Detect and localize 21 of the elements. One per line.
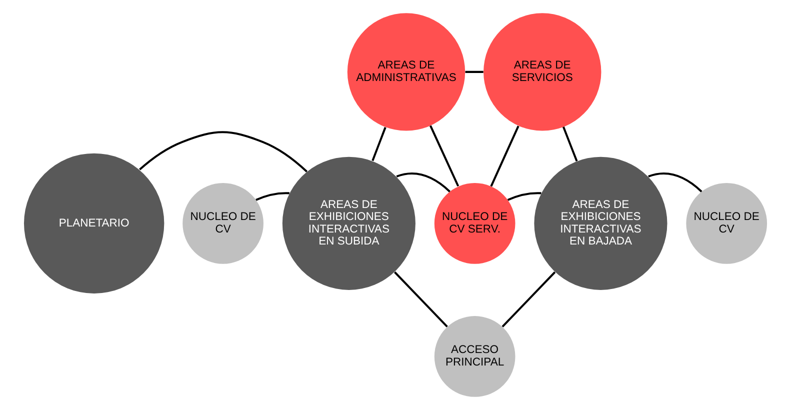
node-circle: NUCLEO DE CV [686,182,768,264]
connector [394,270,448,327]
connector [490,125,520,186]
connector [465,70,484,72]
connector [502,270,556,327]
node-circle: AREAS DE EXHIBICIONES INTERACTIVAS EN SUBIDA [282,156,416,290]
connector [396,172,450,192]
connector [507,192,542,200]
node-circle: NUCLEO DE CV SERV. [434,182,516,264]
node-circle: AREAS DE EXHIBICIONES INTERACTIVAS EN BAJADA [534,156,668,290]
node-circle: PLANETARIO [24,152,164,294]
node-circle: AREAS DE SERVICIOS [484,12,602,130]
connector [139,130,308,172]
node-circle: AREAS DE ADMINISTRATIVAS [347,12,466,130]
node-circle: NUCLEO DE CV [182,182,264,264]
connector [648,172,702,192]
connector [256,192,290,200]
node-circle: ACCESO PRINCIPAL [434,316,516,396]
connector [372,126,386,161]
connector [430,124,460,186]
connector [562,126,578,162]
